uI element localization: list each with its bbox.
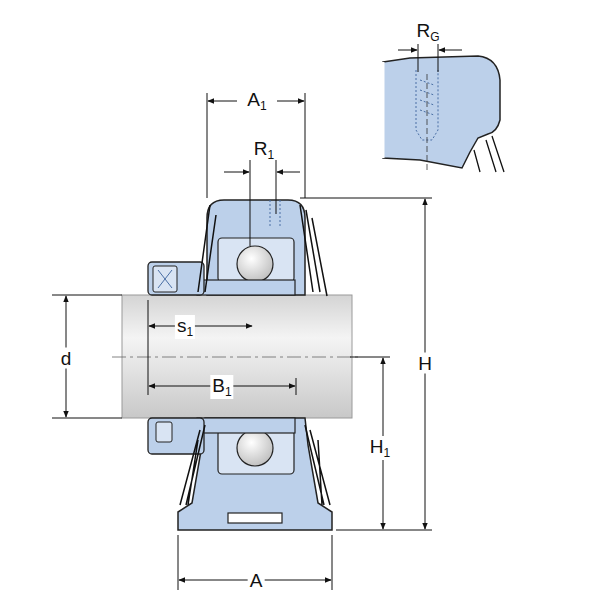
dimension-label: s1 (175, 315, 195, 339)
dimension-label: R1 (252, 138, 276, 162)
dimension-label: A (248, 570, 265, 591)
housing-upper (148, 200, 327, 296)
housing-lower (148, 418, 332, 530)
shaft (122, 295, 352, 418)
dimension-label: B1 (210, 375, 233, 399)
dimension-label: RG (414, 20, 441, 44)
dimension-label: A1 (245, 89, 268, 113)
inset-detail (383, 44, 504, 172)
dimension-label: H (416, 353, 434, 374)
dimension-label: H1 (368, 436, 392, 460)
dimension-lines (52, 93, 432, 590)
dimension-label: d (59, 348, 74, 369)
